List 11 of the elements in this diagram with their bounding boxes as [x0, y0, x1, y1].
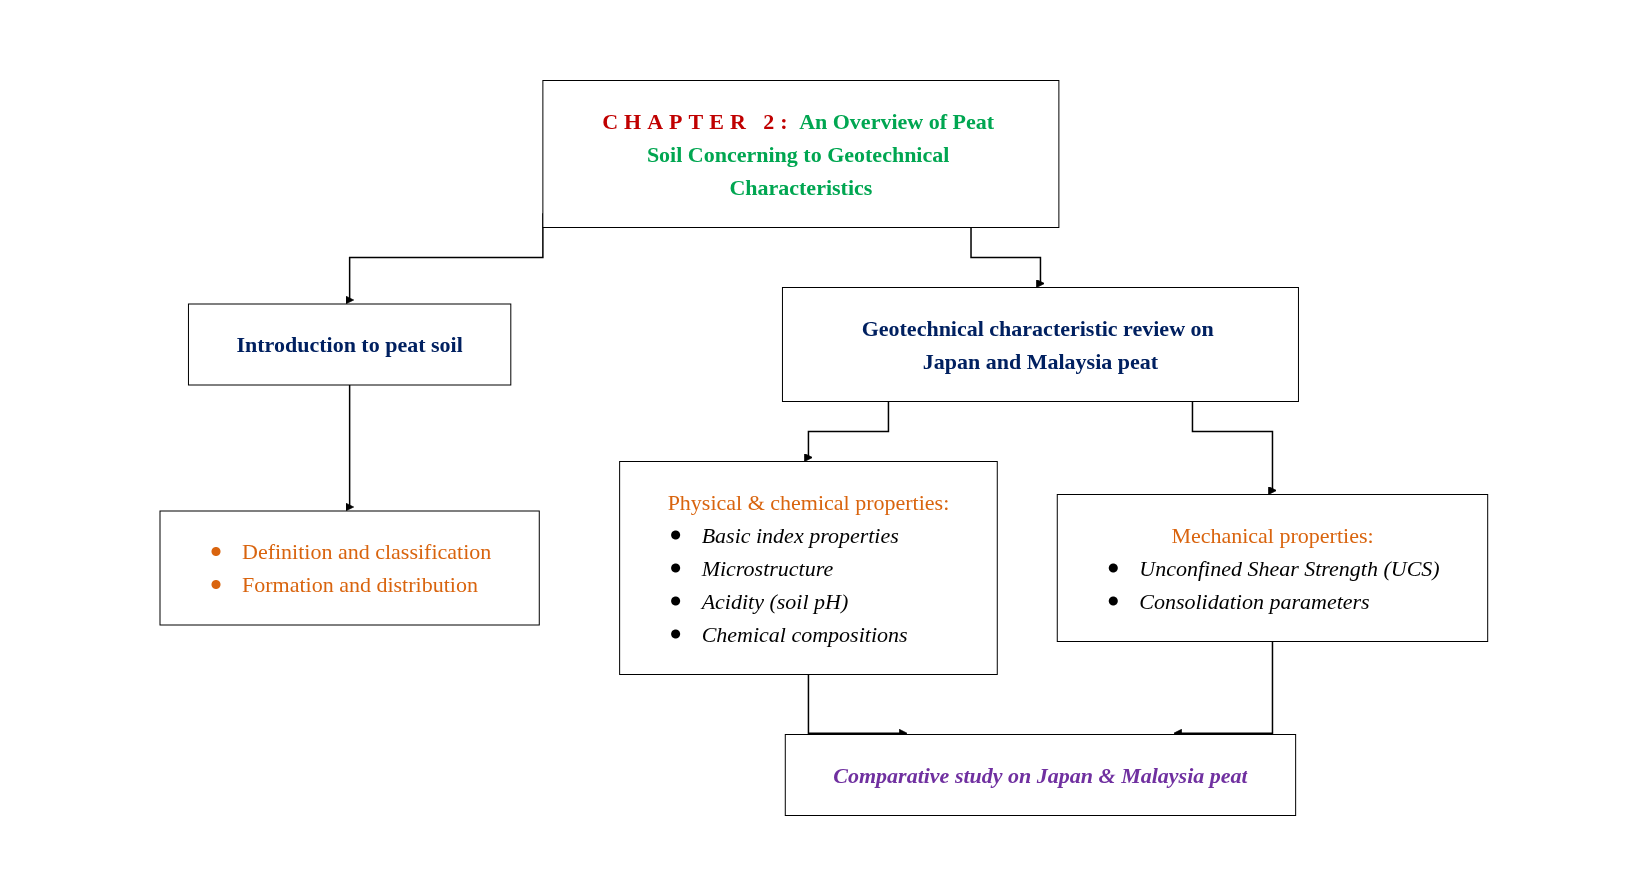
node-box: Geotechnical characteristic review on Japan and Malaysia peat [782, 287, 1300, 402]
arrow [970, 226, 1045, 288]
node-box: CHAPTER 2: An Overview of Peat Soil Concerning to Geotechnical Characteristics [542, 80, 1060, 228]
node-box: Physical & chemical properties: Basic index properties Microstructure Acidity (soil pH) Chemical compositions [619, 461, 998, 675]
node-box: Comparative study on Japan & Malaysia peat [784, 734, 1297, 816]
arrow [345, 384, 355, 512]
node-box: Introduction to peat soil [188, 303, 512, 386]
arrow [804, 400, 890, 462]
arrow [1191, 400, 1278, 495]
node-box: Mechanical properties: Unconfined Shear Strength (UCS) Consolidation parameters [1056, 494, 1489, 642]
node-box: Definition and classification Formation and distribution [159, 510, 540, 626]
